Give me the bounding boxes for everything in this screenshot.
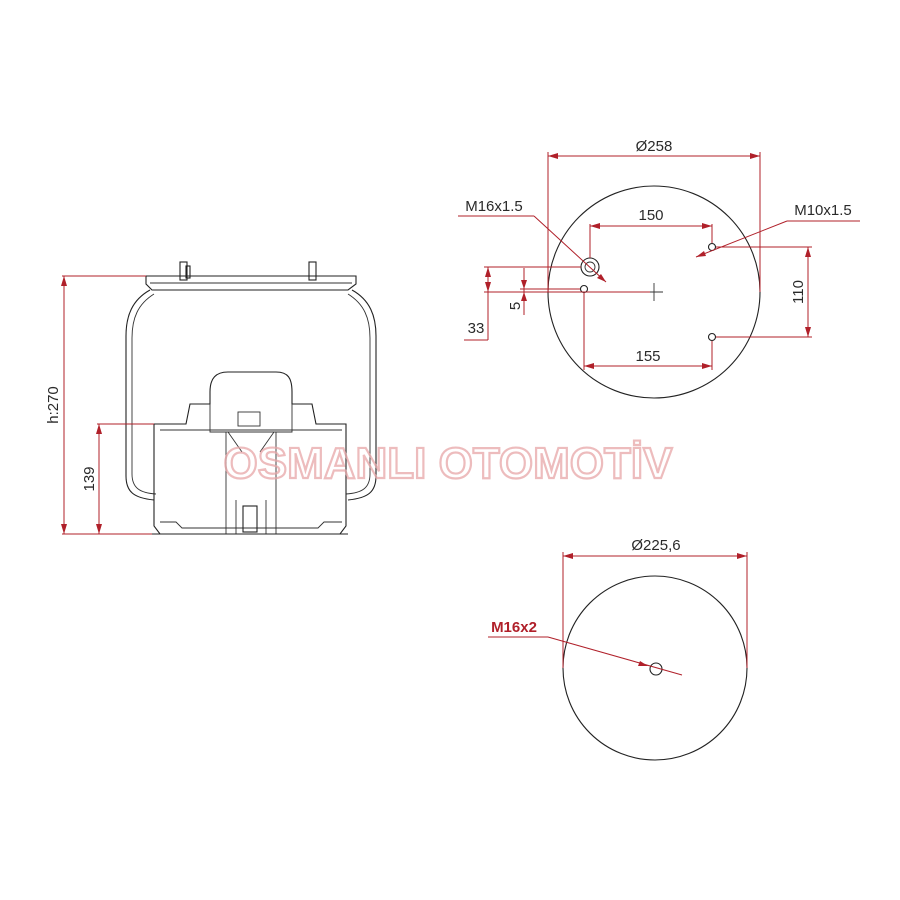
vertical-spacing-dimension: 110 (716, 246, 812, 338)
piston-height-label: 139 (81, 466, 98, 491)
bottom-plate-view: Ø225,6 M16x2 (488, 537, 748, 761)
top-diameter-dimension: Ø258 (547, 138, 761, 292)
spacing-bottom-label: 155 (635, 348, 660, 365)
spacing-top-dimension: 150 (589, 207, 713, 258)
offset-large-dimension: 33 (464, 266, 581, 341)
spacing-bottom-dimension: 155 (583, 293, 713, 370)
watermark: OSMANLI OTOMOTİV (224, 439, 674, 488)
thread-right-callout: M10x1.5 (695, 202, 860, 258)
height-label: h:270 (45, 386, 62, 424)
bottom-diameter-label: Ø225,6 (631, 537, 680, 554)
piston-height-dimension: 139 (81, 423, 154, 535)
offset-small-dimension: 5 (507, 268, 650, 315)
top-stud-right (308, 261, 317, 281)
stud-hole-right-bottom (707, 332, 717, 342)
offset-small-label: 5 (507, 302, 524, 310)
side-view: h:270 139 (45, 261, 377, 535)
vertical-spacing-label: 110 (790, 280, 807, 304)
thread-right-label: M10x1.5 (794, 202, 852, 219)
spacing-top-label: 150 (638, 207, 663, 224)
offset-large-label: 33 (468, 320, 485, 337)
top-stud-left (179, 261, 191, 281)
stud-hole-left (579, 284, 589, 294)
bottom-thread-callout: M16x2 (488, 619, 683, 676)
top-plate-view: Ø258 150 155 110 (458, 138, 860, 399)
bottom-plate-outline (562, 575, 748, 761)
bottom-diameter-dimension: Ø225,6 (562, 537, 748, 668)
top-diameter-label: Ø258 (636, 138, 673, 155)
bottom-thread-label: M16x2 (491, 619, 537, 636)
thread-left-callout: M16x1.5 (458, 198, 607, 283)
thread-left-label: M16x1.5 (465, 198, 523, 215)
